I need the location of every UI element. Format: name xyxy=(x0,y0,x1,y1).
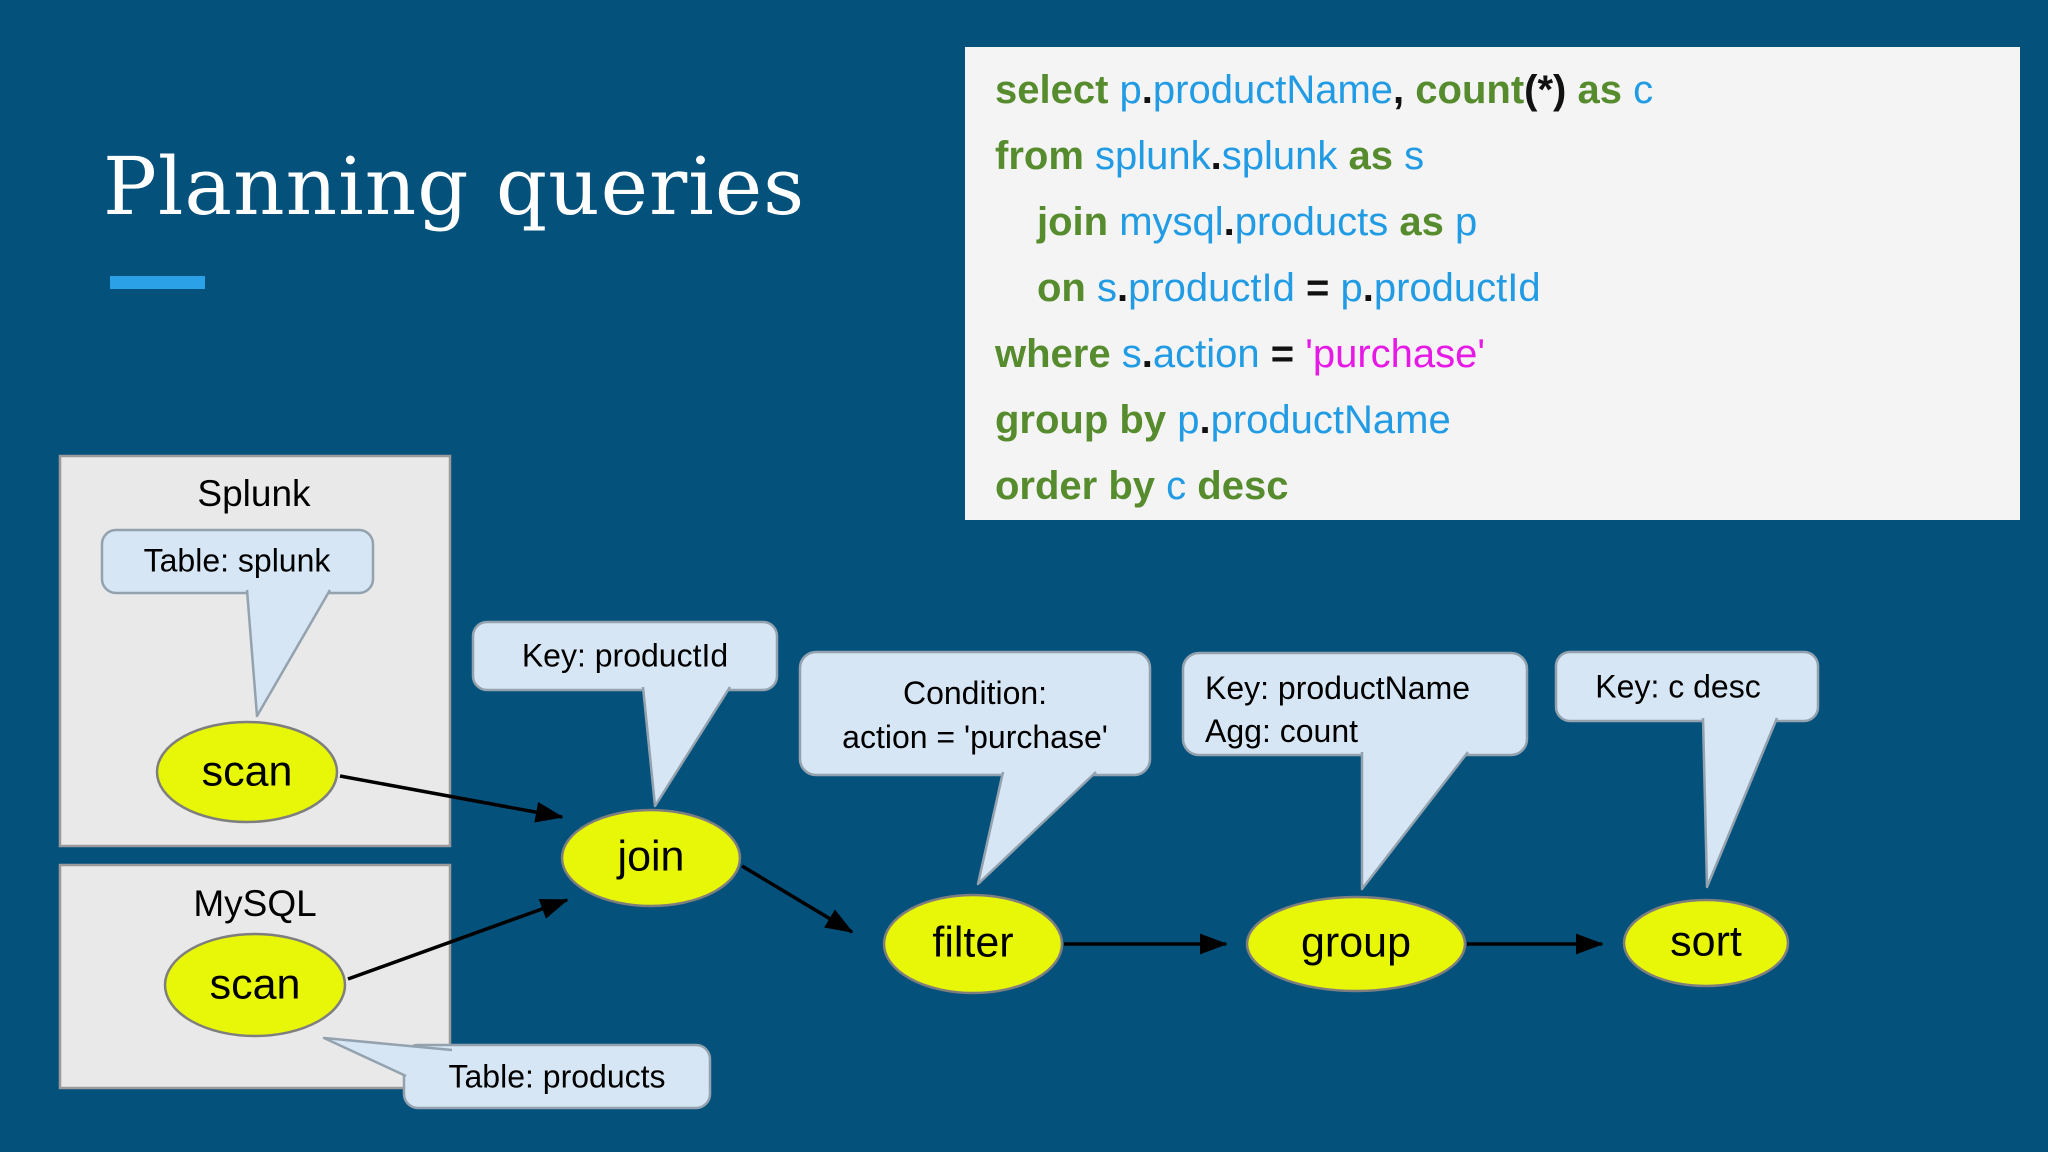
code-line-group-by: group by p.productName xyxy=(995,398,1451,442)
code-line-on: on s.productId = p.productId xyxy=(1037,266,1541,310)
callout-key-c-desc xyxy=(1554,650,1820,889)
table-splunk-callout-label: Table: splunk xyxy=(143,542,331,579)
filter-label: filter xyxy=(932,918,1014,967)
scan-splunk-node xyxy=(155,720,339,824)
code-line-from: from splunk.splunk as s xyxy=(995,134,1425,178)
mysql-box-label: MySQL xyxy=(193,883,317,924)
table-products-callout-label: Table: products xyxy=(448,1058,666,1095)
splunk-box-label: Splunk xyxy=(197,473,311,514)
callout-condition xyxy=(798,650,1152,886)
scan-mysql-label: scan xyxy=(209,960,301,1009)
condition-callout-label: Condition: action = 'purchase' xyxy=(842,671,1108,759)
scan-mysql-node xyxy=(163,932,347,1038)
key-productname-line2: Agg: count xyxy=(1205,713,1358,749)
filter-node xyxy=(882,893,1064,995)
join-label: join xyxy=(617,832,685,881)
code-line-where: where s.action = 'purchase' xyxy=(995,332,1486,376)
callout-key-productname xyxy=(1181,651,1529,891)
key-productname-callout-label: Key: productName Agg: count xyxy=(1205,667,1470,753)
condition-line1: Condition: xyxy=(902,675,1048,711)
sql-code-block: select p.productName, count(*) as c from… xyxy=(965,47,2020,520)
code-line-select: select p.productName, count(*) as c xyxy=(995,68,1654,112)
page-title: Planning queries xyxy=(103,140,806,233)
join-node xyxy=(560,808,742,908)
key-productname-line1: Key: productName xyxy=(1205,670,1471,706)
group-label: group xyxy=(1301,918,1411,967)
group-node xyxy=(1245,895,1467,993)
arrow-scan-splunk-to-join xyxy=(339,774,564,823)
callout-key-productid xyxy=(471,620,779,808)
callout-table-products xyxy=(322,1036,712,1110)
key-productid-callout-label: Key: productId xyxy=(521,637,729,674)
scan-splunk-label: scan xyxy=(201,747,293,796)
code-line-join: join mysql.products as p xyxy=(1037,200,1478,244)
callout-table-splunk xyxy=(100,528,375,718)
arrow-join-to-filter xyxy=(741,864,854,934)
sql-code-lines: select p.productName, count(*) as c from… xyxy=(965,47,2020,519)
code-line-order-by: order by c desc xyxy=(995,464,1289,508)
condition-line2: action = 'purchase' xyxy=(842,719,1108,755)
key-c-desc-callout-label: Key: c desc xyxy=(1595,668,1761,705)
title-underline-dash xyxy=(110,276,205,289)
sort-label: sort xyxy=(1670,917,1742,966)
sort-node xyxy=(1622,898,1790,988)
arrow-scan-mysql-to-join xyxy=(347,898,569,981)
